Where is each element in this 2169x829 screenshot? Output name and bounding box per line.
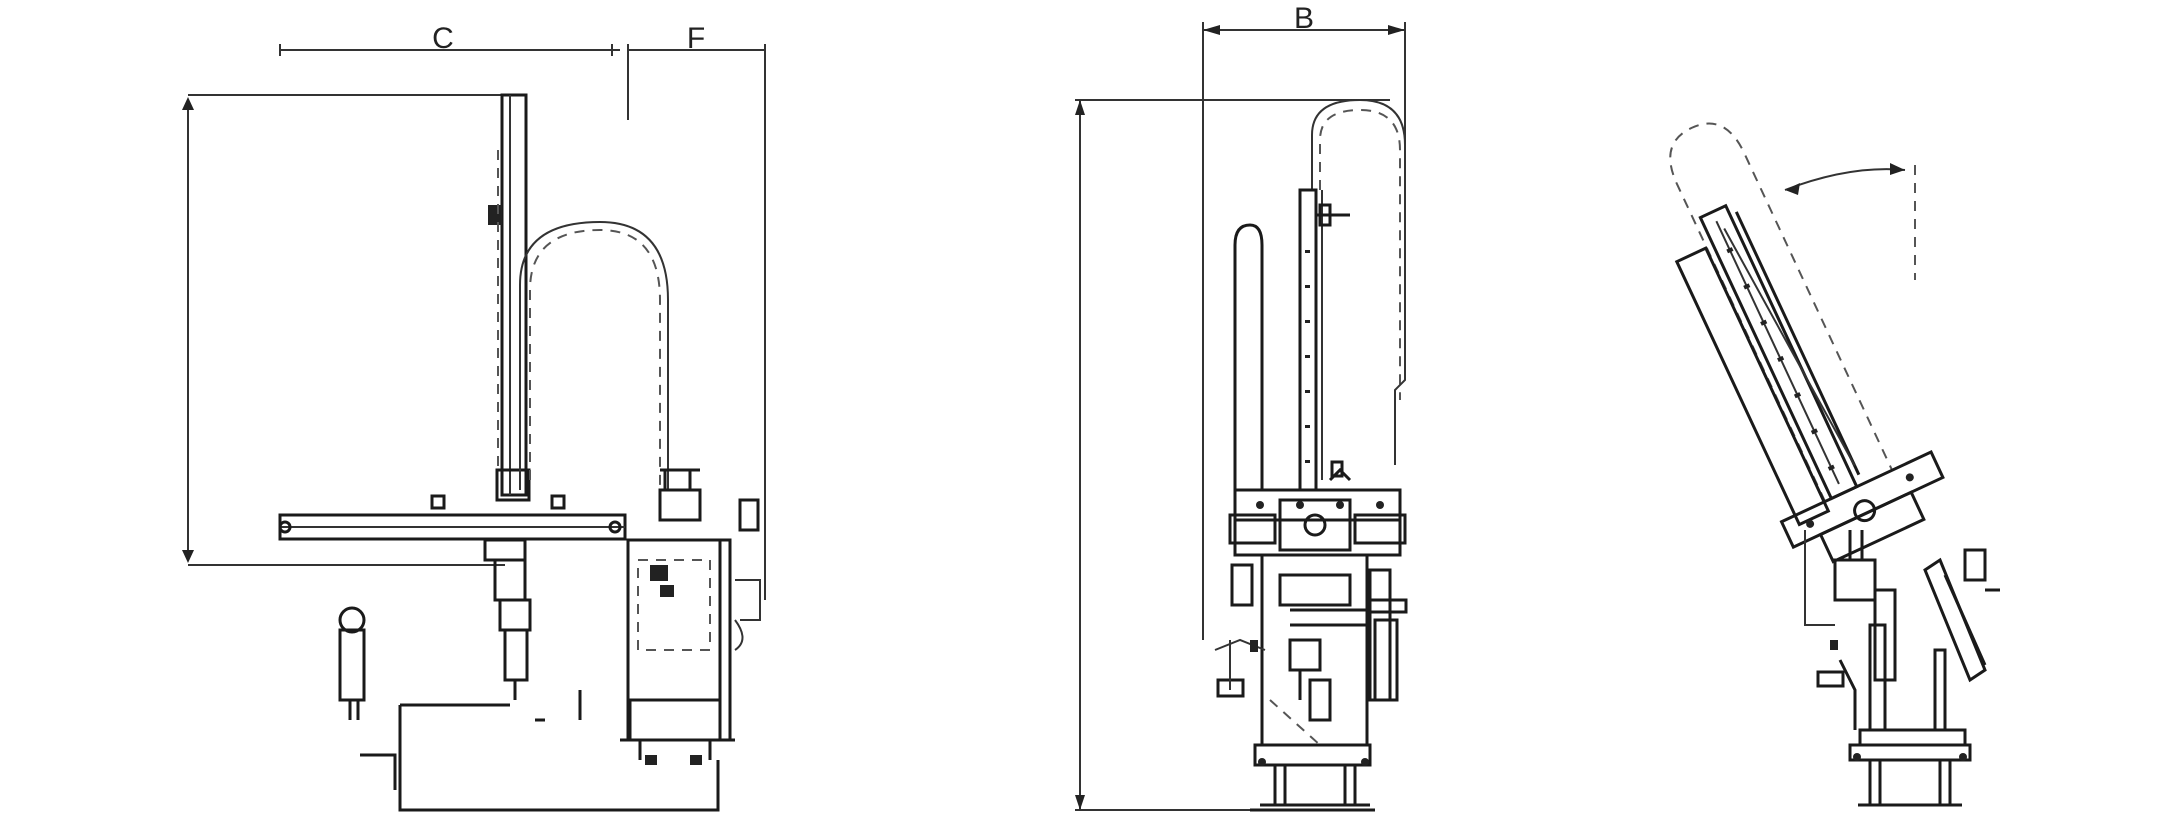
vertical-column-middle: [1298, 188, 1352, 492]
middle-view-side: B: [1075, 2, 1408, 812]
body-mechanism-right: [1804, 530, 2000, 747]
dimension-overall-height: [1075, 99, 1390, 811]
cable-loop-left-outer: [519, 220, 669, 490]
right-view-tilted: [1669, 122, 2000, 807]
dimension-c: C: [279, 22, 620, 56]
sensor-post: [338, 606, 366, 720]
base-cabinet-left: [620, 468, 761, 765]
dimension-c-label: C: [432, 22, 454, 55]
dimension-f-label: F: [687, 22, 705, 55]
cable-loop-tilted: [1669, 122, 1894, 502]
base-middle: [1250, 743, 1375, 812]
left-view-traverse-robot: C F: [182, 22, 766, 812]
dimension-f: F: [627, 22, 766, 600]
rear-arm-middle: [1233, 223, 1264, 490]
body-mechanism-middle: [1214, 553, 1408, 747]
floor-frame-left: [360, 690, 720, 812]
dimension-tilt-angle: [1784, 163, 1916, 280]
cable-loop-middle-outer: [1311, 98, 1406, 465]
gripper-assembly: [483, 538, 532, 700]
cable-loop-left: [529, 228, 661, 490]
dimension-b-label: B: [1294, 2, 1314, 35]
carriage-plate-middle: [1228, 488, 1407, 557]
dimension-vertical-stroke: [182, 94, 505, 566]
tilted-arm-assembly: [1669, 122, 1945, 564]
base-right: [1848, 743, 1972, 807]
vertical-arm: [488, 93, 531, 502]
horizontal-beam: [278, 494, 627, 541]
cable-loop-middle: [1319, 108, 1401, 400]
